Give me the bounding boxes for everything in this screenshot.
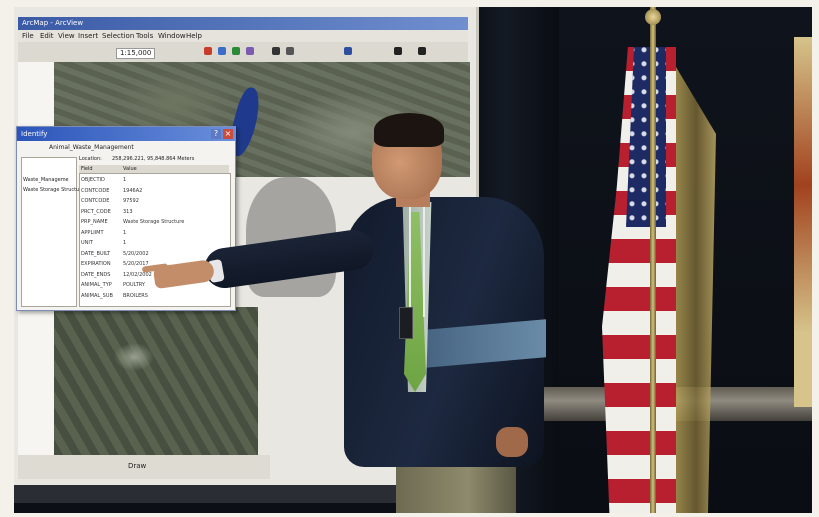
full-extent-icon[interactable] (246, 47, 254, 55)
us-flag-canton (626, 47, 666, 227)
find-icon[interactable] (344, 47, 352, 55)
presenter-left-hand (496, 427, 528, 457)
attribute-value: 1 (123, 177, 127, 183)
presenter-badge (399, 307, 413, 339)
attribute-value: 1946A2 (123, 187, 143, 194)
draw-label[interactable]: Draw (128, 462, 147, 470)
attribute-field: ANIMAL_SUB (81, 292, 113, 299)
column-field: Field (81, 166, 93, 172)
attribute-field: CONTCODE (81, 198, 110, 204)
taskbar (14, 485, 476, 503)
presenter-lanyard (409, 207, 425, 317)
zoom-out-icon[interactable] (218, 47, 226, 55)
attribute-value: 5/20/2017 (123, 261, 149, 267)
menu-view[interactable]: View (58, 32, 75, 40)
attribute-value: 1 (123, 229, 127, 236)
location-label: Location: (79, 156, 102, 162)
attribute-field: PRCT_CODE (81, 208, 111, 215)
hyperlink-icon[interactable] (418, 47, 426, 55)
location-value: 258,296.221, 95,848.864 Meters (112, 156, 195, 162)
measure-icon[interactable] (394, 47, 402, 55)
flag-pole (650, 7, 656, 513)
pan-icon[interactable] (232, 47, 240, 55)
app-menubar: File Edit View Insert Selection Tools Wi… (18, 30, 468, 42)
attribute-field: CONTCODE (81, 187, 110, 194)
attribute-table-header: Field Value (79, 165, 229, 173)
attribute-field: UNIT (81, 240, 93, 246)
menu-edit[interactable]: Edit (40, 32, 54, 40)
attribute-field: EXPIRATION (81, 261, 111, 267)
scale-box[interactable]: 1:15,000 (116, 48, 156, 59)
identify-titlebar: Identify ? × (17, 127, 235, 141)
attribute-field: APPLIIMT (81, 229, 104, 236)
zoom-in-icon[interactable] (204, 47, 212, 55)
state-flag (794, 37, 812, 407)
identify-dialog: Identify ? × Animal_Waste_Management Was… (16, 126, 236, 311)
attribute-field: PRP_NAME (81, 219, 108, 225)
close-icon[interactable]: × (223, 129, 233, 139)
attribute-field: ANIMAL_TYP (81, 282, 112, 288)
presenter-hair (374, 113, 444, 147)
attribute-field: DATE_ENDS (81, 271, 111, 278)
attribute-value: POULTRY (123, 282, 145, 288)
help-icon[interactable]: ? (211, 129, 221, 139)
attribute-field: OBJECTID (81, 177, 105, 183)
aerial-map-bottom[interactable] (54, 307, 258, 455)
menu-tools[interactable]: Tools (136, 32, 154, 40)
photo: ArcMap - ArcView File Edit View Insert S… (14, 7, 812, 513)
draw-toolbar: Draw (18, 455, 270, 479)
attribute-value: 5/20/2002 (123, 250, 149, 257)
menu-window[interactable]: Window (158, 32, 186, 40)
gold-flag (676, 67, 716, 513)
attribute-value: 1 (123, 240, 127, 246)
menu-insert[interactable]: Insert (78, 32, 99, 40)
app-titlebar: ArcMap - ArcView (18, 17, 468, 30)
attribute-value: 12/02/2002 (123, 271, 152, 278)
attribute-value: 313 (123, 208, 133, 215)
tree-item-waste-storage[interactable]: Waste Storage Structur (23, 187, 82, 193)
identify-title: Identify (21, 130, 48, 138)
flag-pole-finial (645, 9, 661, 25)
identify-icon[interactable] (272, 47, 280, 55)
attribute-value: BROILERS (123, 292, 148, 299)
menu-selection[interactable]: Selection (102, 32, 135, 40)
select-icon[interactable] (286, 47, 294, 55)
identify-layer[interactable]: Animal_Waste_Management (49, 144, 134, 151)
app-title: ArcMap - ArcView (22, 19, 84, 27)
tree-item-waste-management[interactable]: Waste_Manageme (23, 177, 69, 183)
projection-screen: ArcMap - ArcView File Edit View Insert S… (14, 7, 479, 503)
feature-tree[interactable]: Waste_Manageme Waste Storage Structur (21, 157, 81, 307)
attribute-field: DATE_BUILT (81, 250, 111, 257)
column-value: Value (123, 166, 137, 172)
menu-file[interactable]: File (22, 32, 34, 40)
menu-help[interactable]: Help (186, 32, 202, 40)
attribute-value: 97592 (123, 198, 139, 204)
attribute-value: Waste Storage Structure (123, 219, 185, 225)
